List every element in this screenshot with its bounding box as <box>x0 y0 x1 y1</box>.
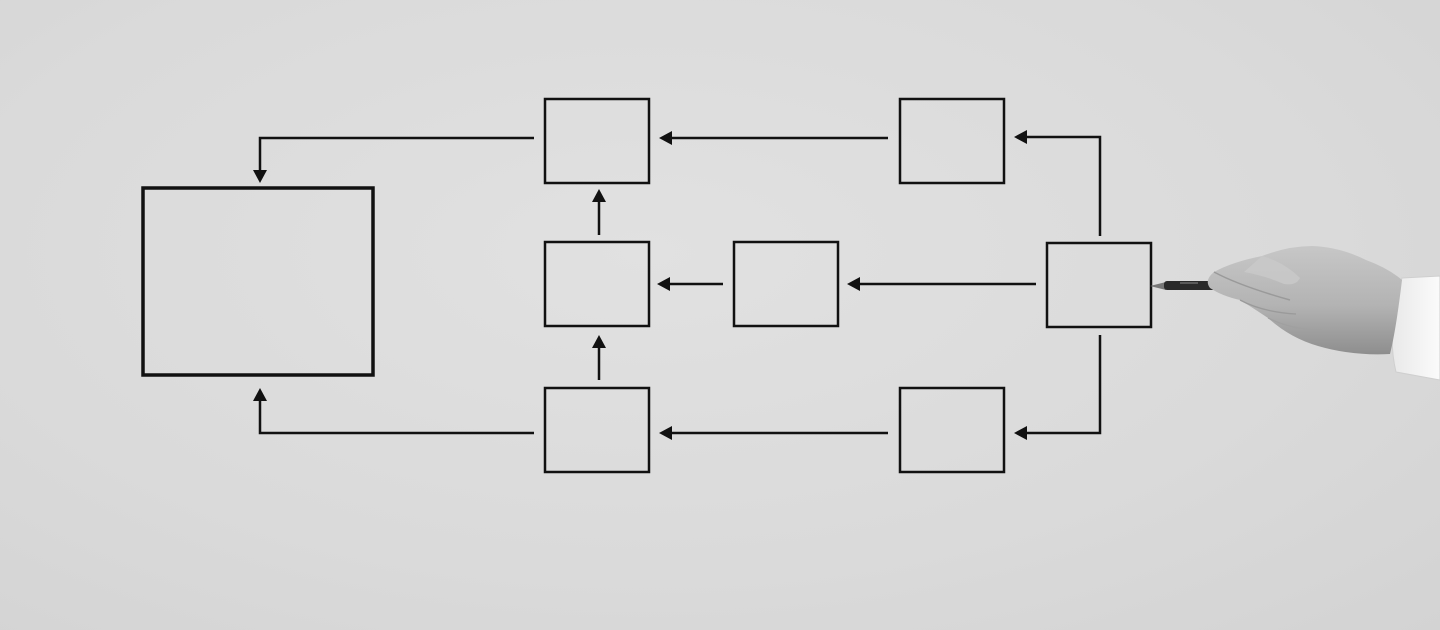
hand-shape <box>1207 246 1402 355</box>
hand-holding-pen-icon <box>1150 246 1440 381</box>
arrowhead-icon <box>657 277 670 291</box>
edge-bot-mid-to-target <box>253 388 534 435</box>
arrowhead-icon <box>659 131 672 145</box>
arrowhead-icon <box>592 335 606 348</box>
node-box-source <box>1045 241 1153 329</box>
edge-top-right-to-top-mid <box>659 131 888 145</box>
edge-top-mid-to-target <box>253 136 534 183</box>
edge-line <box>1027 135 1102 236</box>
arrowhead-icon <box>1014 130 1027 144</box>
edges-layer <box>253 130 1102 440</box>
arrowhead-icon <box>592 189 606 202</box>
node-box-top-mid <box>543 97 651 185</box>
node-box-target <box>141 186 375 377</box>
edge-bot-mid-to-mid-left <box>592 335 606 380</box>
node-box-bot-mid <box>543 386 651 474</box>
edge-line <box>258 136 534 170</box>
edge-source-to-mid-center <box>847 277 1036 291</box>
arrowhead-icon <box>1014 426 1027 440</box>
arrowhead-icon <box>659 426 672 440</box>
edge-line <box>1027 335 1102 435</box>
node-box-top-right <box>898 97 1006 185</box>
edge-source-to-bot-right <box>1014 335 1102 440</box>
edge-source-to-top-right <box>1014 130 1102 236</box>
node-box-mid-center <box>732 240 840 328</box>
arrowhead-icon <box>253 388 267 401</box>
nodes-layer <box>141 97 1153 474</box>
node-box-mid-left <box>543 240 651 328</box>
edge-mid-left-to-top-mid <box>592 189 606 235</box>
edge-line <box>258 401 534 435</box>
edge-bot-right-to-bot-mid <box>659 426 888 440</box>
arrowhead-icon <box>847 277 860 291</box>
node-box-bot-right <box>898 386 1006 474</box>
arrowhead-icon <box>253 170 267 183</box>
edge-mid-center-to-mid-left <box>657 277 723 291</box>
pen-icon <box>1150 281 1218 290</box>
